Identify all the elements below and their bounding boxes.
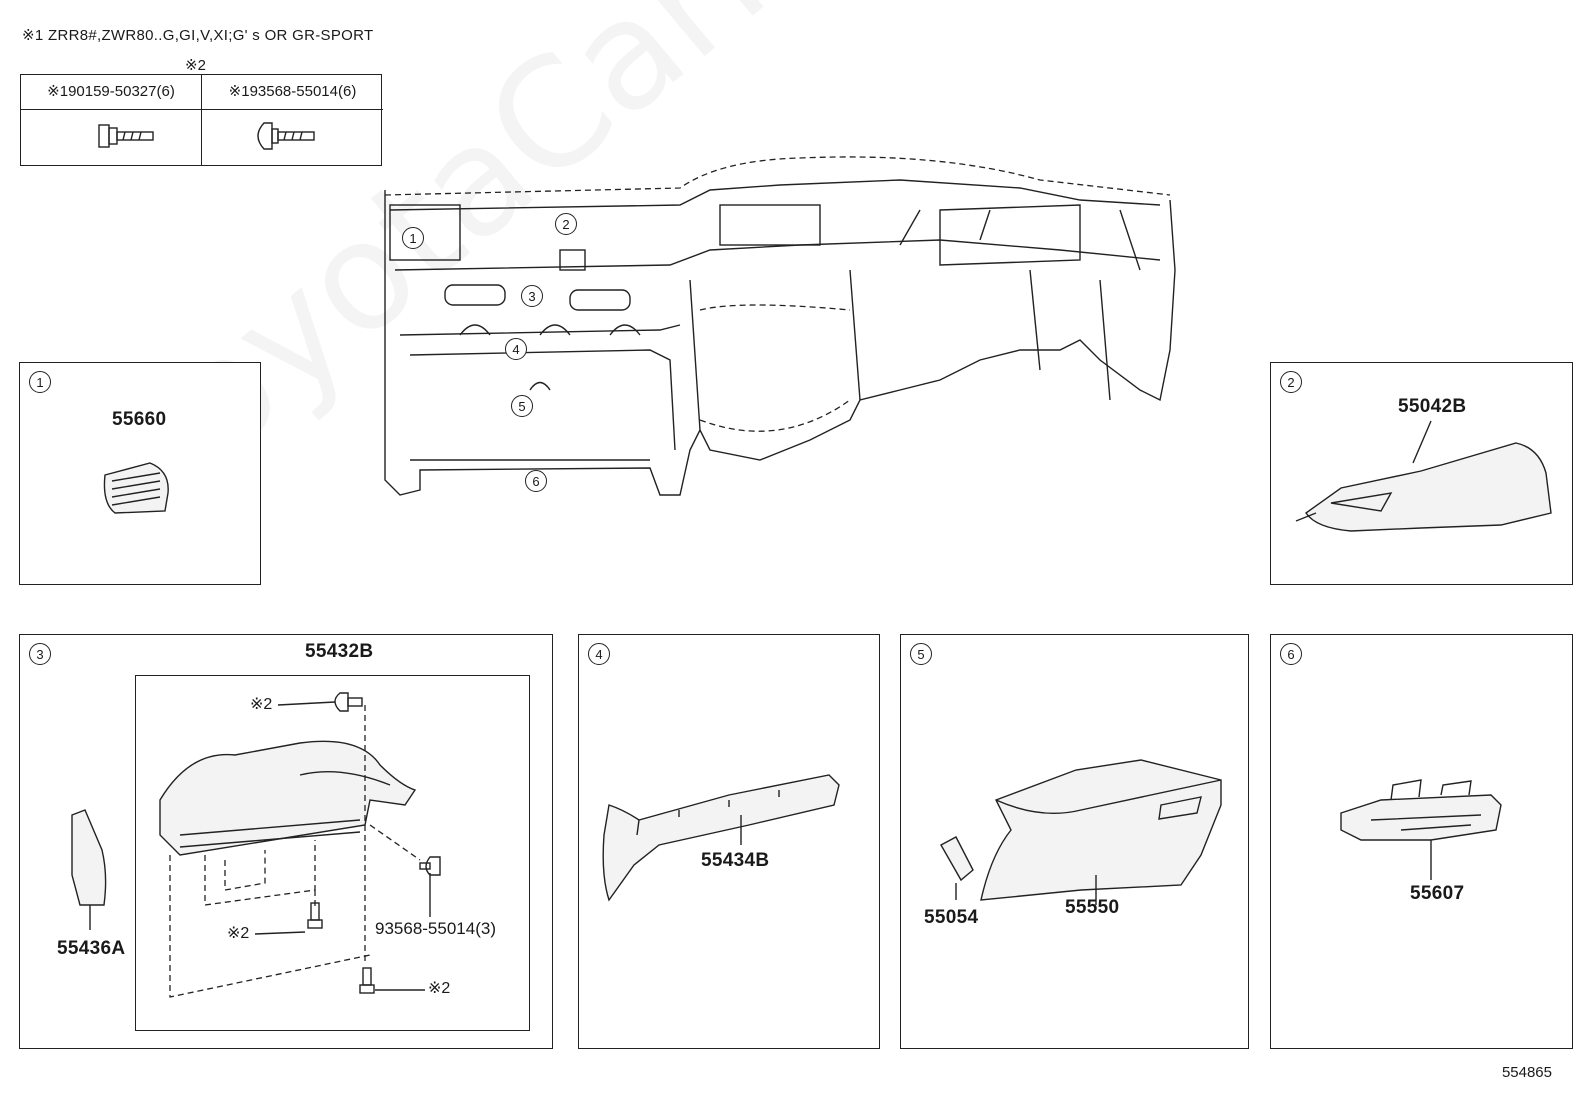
dashboard-outline [384,156,1176,496]
panel-4: 4 55434B [578,634,880,1049]
callout-3: 3 [521,285,543,307]
panel-1: 1 55660 [19,362,261,585]
note-mark-2: ※2 [185,57,206,74]
panel-6: 6 55607 [1270,634,1573,1049]
part-55660[interactable]: 55660 [112,409,167,430]
bracket-drawing [1340,779,1502,880]
callout-5: 5 [511,395,533,417]
part-55550[interactable]: 55550 [1065,897,1120,918]
lower-trim-drawing [602,774,840,902]
note-mark-2-c: ※2 [428,980,451,997]
bolt-part-number-2: ※193568-55014(6) [202,75,383,110]
panel-3-callout: 3 [29,643,51,665]
applicability-note: ※1 ZRR8#,ZWR80..G,GI,V,XI;G' s OR GR-SPO… [22,27,374,44]
part-55434B[interactable]: 55434B [701,850,770,871]
callout-6: 6 [525,470,547,492]
part-93568-55014[interactable]: 93568-55014(3) [375,919,496,938]
bolt-table: ※190159-50327(6) ※193568-55014(6) [20,74,383,166]
panel-3-inner-box [135,675,530,1031]
flange-bolt-icon [21,111,201,165]
part-55607[interactable]: 55607 [1410,883,1465,904]
panel-6-callout: 6 [1280,643,1302,665]
panel-2-callout: 2 [1280,371,1302,393]
panel-5: 5 55054 55550 [900,634,1249,1049]
side-vent-drawing [103,462,169,514]
dash-cover-drawing [1295,420,1552,532]
part-55432B[interactable]: 55432B [305,641,374,662]
callout-2: 2 [555,213,577,235]
bolt-part-number-1: ※190159-50327(6) [21,75,201,110]
glove-box-drawing [940,759,1222,905]
note-mark-2-a: ※2 [250,696,273,713]
panel-4-callout: 4 [588,643,610,665]
part-55054[interactable]: 55054 [924,907,979,928]
screw-icon [202,111,383,165]
bolt-table-col-1: ※190159-50327(6) [21,75,202,165]
callout-1: 1 [402,227,424,249]
note-mark-2-b: ※2 [227,925,250,942]
panel-5-callout: 5 [910,643,932,665]
callout-4: 4 [505,338,527,360]
lower-panel-drawing [71,692,441,998]
dashboard-assembly-drawing: 1 2 3 4 5 6 [380,150,1180,510]
part-55436A[interactable]: 55436A [57,938,126,959]
panel-2: 2 55042B [1270,362,1573,585]
bolt-table-col-2: ※193568-55014(6) [202,75,383,165]
panel-1-callout: 1 [29,371,51,393]
part-55042B[interactable]: 55042B [1398,396,1467,417]
diagram-code: 554865 [1501,1064,1552,1081]
panel-3: 3 55432B ※2 93568-55014(3) ※2 ※2 55436A [19,634,553,1049]
